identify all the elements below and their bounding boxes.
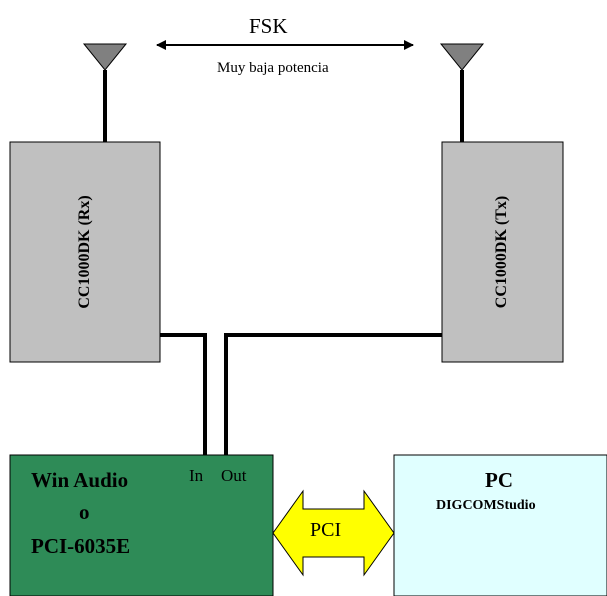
pci-bus-label: PCI bbox=[310, 519, 342, 541]
acquisition-board bbox=[9, 454, 274, 596]
right-antenna-icon bbox=[439, 43, 485, 71]
pci-bus-arrow bbox=[272, 489, 395, 577]
pc-software-label: DIGCOMStudio bbox=[436, 498, 536, 513]
pc-title: PC bbox=[485, 468, 513, 492]
receiver-to-in-cable bbox=[160, 333, 207, 455]
power-note-label: Muy baja potencia bbox=[217, 60, 329, 76]
port-out-label: Out bbox=[221, 466, 247, 485]
transmitter-module bbox=[441, 141, 564, 363]
transmitter-label: CC1000DK (Tx) bbox=[493, 195, 510, 309]
acquisition-line1: Win Audio bbox=[31, 468, 129, 492]
receiver-module bbox=[9, 141, 161, 363]
out-to-transmitter-cable bbox=[224, 333, 442, 455]
port-in-label: In bbox=[189, 466, 204, 485]
left-antenna-icon bbox=[82, 43, 128, 71]
pc-box bbox=[393, 454, 607, 596]
modulation-label: FSK bbox=[249, 14, 288, 38]
receiver-label: CC1000DK (Rx) bbox=[76, 195, 93, 309]
acquisition-line2: o bbox=[79, 500, 90, 524]
acquisition-line3: PCI-6035E bbox=[31, 534, 131, 558]
